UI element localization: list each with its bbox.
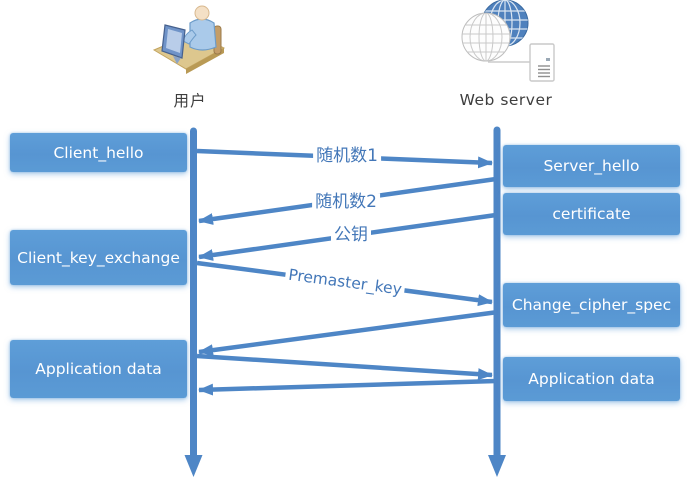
change-cipher-spec-box: Change_cipher_spec — [503, 283, 680, 327]
server-lifeline — [488, 126, 506, 477]
server-actor-label: Web server — [459, 91, 553, 109]
server-hello-box: Server_hello — [503, 145, 680, 187]
random2-label: 随机数2 — [312, 193, 380, 213]
client-hello-box: Client_hello — [10, 133, 187, 172]
client-actor-label: 用户 — [173, 92, 207, 110]
client-key-exchange-box: Client_key_exchange — [10, 230, 187, 285]
message-arrow-app-data-to-server — [196, 353, 493, 381]
message-arrow-app-data-to-client — [198, 378, 497, 396]
public-key-label: 公钥 — [331, 226, 371, 246]
client-application-data-box: Application data — [10, 340, 187, 398]
user-at-computer-icon — [152, 5, 226, 74]
client-lifeline — [184, 127, 203, 477]
message-arrow-change-cipher — [198, 309, 499, 357]
server-application-data-box: Application data — [503, 357, 680, 401]
random1-label: 随机数1 — [313, 147, 381, 167]
globe-server-icon — [461, 0, 555, 82]
certificate-box: certificate — [503, 193, 680, 235]
